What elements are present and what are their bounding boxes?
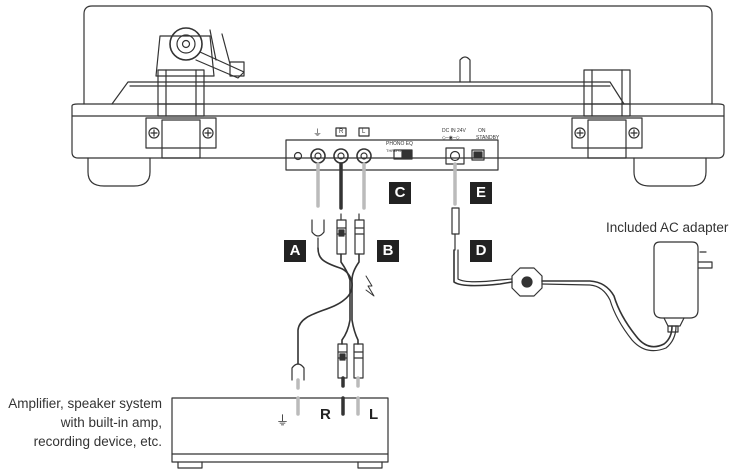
rear-panel	[285, 139, 499, 171]
hinge-right	[571, 69, 643, 159]
power-standby-label: STANDBY	[476, 135, 500, 141]
amplifier-caption-line-2: with built-in amp,	[60, 415, 162, 430]
dust-cover	[83, 5, 713, 105]
dc-in-label: DC IN 24V	[442, 128, 466, 134]
hinge-left	[145, 69, 217, 159]
ac-adapter-caption: Included AC adapter	[606, 220, 729, 235]
amplifier-caption-line-1: Amplifier, speaker system	[8, 396, 162, 411]
tonearm	[155, 27, 245, 79]
chassis	[71, 103, 725, 159]
phono-eq-options: THRU ON	[386, 148, 405, 153]
amplifier-l-label: L	[369, 406, 379, 423]
label-a: A	[284, 240, 306, 262]
phono-eq-switch	[393, 149, 413, 160]
panel-screw	[293, 151, 303, 161]
l-jack-label: L	[362, 129, 366, 135]
dc-cable	[451, 162, 677, 352]
power-switch	[471, 149, 485, 161]
platter-edge	[111, 81, 625, 105]
ac-adapter	[653, 241, 713, 333]
ferrite-core	[511, 267, 543, 297]
ground-symbol: ⏚	[313, 128, 323, 138]
label-c: C	[389, 182, 411, 204]
label-e: E	[470, 182, 492, 204]
ground-terminal	[310, 148, 326, 164]
amplifier-caption-line-3: recording device, etc.	[33, 434, 162, 449]
amplifier	[171, 396, 389, 469]
rca-cable	[336, 162, 375, 388]
label-b: B	[377, 240, 399, 262]
label-d: D	[470, 240, 492, 262]
amplifier-caption: Amplifier, speaker system with built-in …	[0, 394, 162, 451]
foot-right	[633, 157, 707, 187]
power-on-label: ON	[478, 128, 486, 134]
amplifier-r-label: R	[320, 406, 331, 423]
dc-polarity: ◇–◉–◇	[442, 135, 460, 141]
amplifier-ground-symbol: ⏚	[276, 413, 290, 428]
phono-eq-title: PHONO EQ	[386, 141, 413, 147]
r-jack-label: R	[339, 129, 344, 135]
spindle	[459, 56, 471, 83]
turntable	[71, 5, 725, 187]
foot-left	[87, 157, 151, 187]
dc-in-jack	[445, 147, 465, 165]
